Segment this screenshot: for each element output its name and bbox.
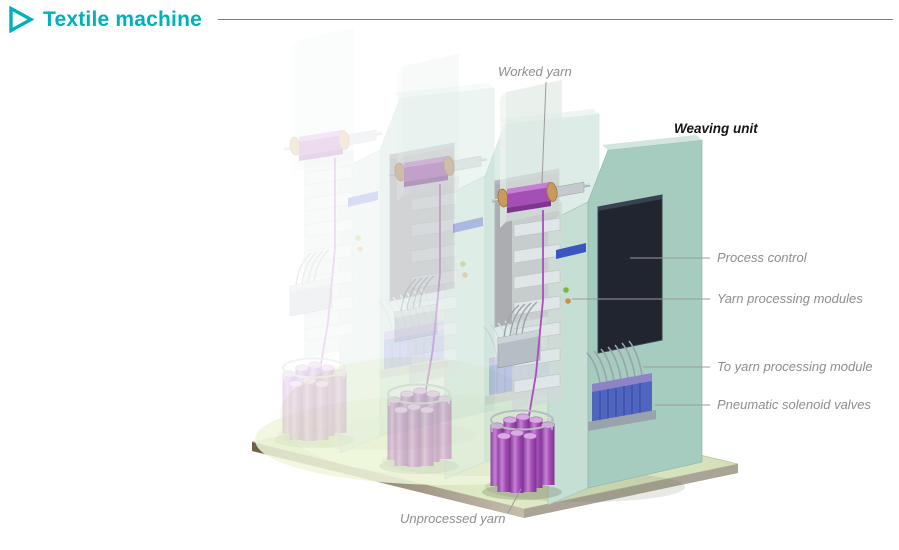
leader-worked-yarn [541,81,547,184]
leader-unprocessed-yarn [507,488,522,514]
title-rule [218,19,893,20]
process-control-label: Process control [717,250,807,265]
play-triangle-icon [9,6,34,33]
leader-lines [507,81,710,514]
pneumatic-solenoid-valves-label: Pneumatic solenoid valves [717,397,871,412]
page-title: Textile machine [43,7,203,31]
worked-yarn-label: Worked yarn [498,64,572,79]
page-header: Textile machine [8,6,893,33]
to-yarn-processing-module-label: To yarn processing module [717,359,873,374]
unprocessed-yarn-label: Unprocessed yarn [400,511,506,526]
yarn-processing-modules-label: Yarn processing modules [717,291,863,306]
weaving-unit-label: Weaving unit [674,121,758,136]
